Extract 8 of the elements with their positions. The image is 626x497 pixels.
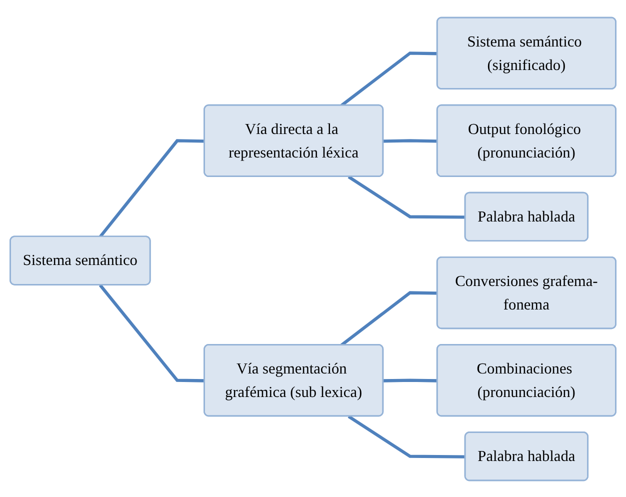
connector bbox=[383, 138, 438, 142]
connector bbox=[98, 284, 205, 382]
connector bbox=[340, 290, 438, 346]
connector bbox=[340, 51, 438, 106]
connector bbox=[98, 138, 205, 238]
connector bbox=[383, 378, 438, 382]
connector bbox=[348, 174, 466, 218]
connector bbox=[348, 414, 466, 458]
